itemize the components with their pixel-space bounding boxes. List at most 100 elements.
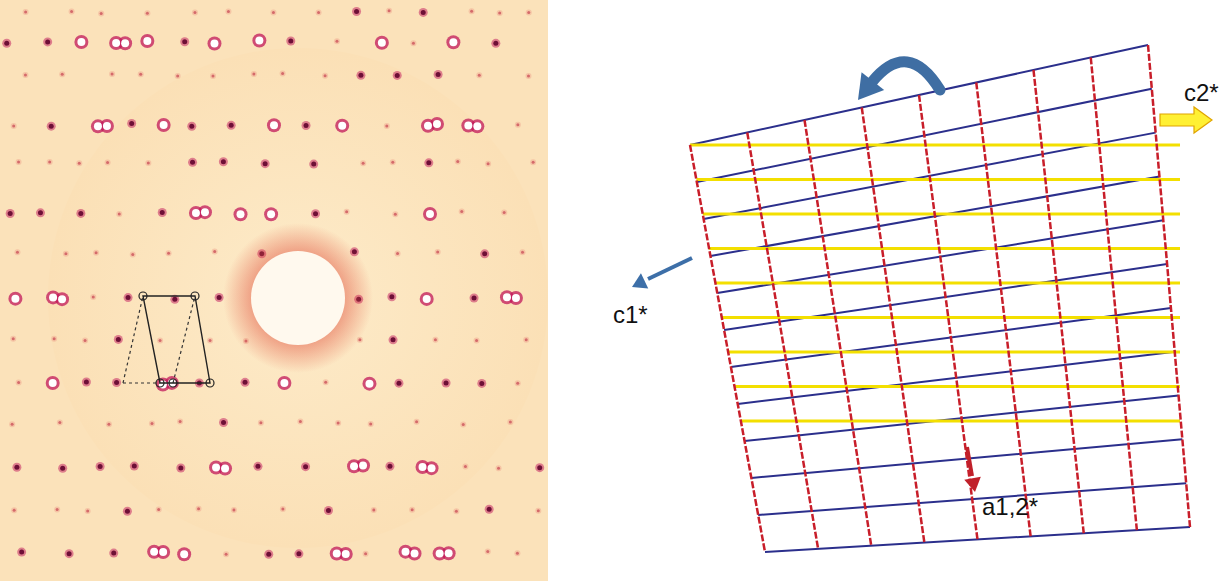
cell-marker bbox=[169, 379, 177, 387]
spot-core bbox=[14, 465, 19, 470]
spot-halo bbox=[234, 207, 248, 221]
spot-halo bbox=[470, 119, 484, 133]
spot-core bbox=[12, 125, 15, 128]
spot-core bbox=[100, 12, 103, 15]
spot-halo bbox=[286, 37, 295, 46]
spot-core bbox=[150, 548, 158, 556]
spot-halo bbox=[384, 123, 390, 129]
spot-core bbox=[527, 11, 530, 14]
spot-core bbox=[387, 464, 392, 469]
spot-halo bbox=[176, 464, 185, 473]
spot-core bbox=[436, 250, 439, 253]
lattice-line-blue bbox=[765, 527, 1190, 552]
spot-core bbox=[509, 421, 512, 424]
spot-halo bbox=[109, 549, 118, 558]
spot-halo bbox=[480, 249, 489, 258]
spot-core bbox=[464, 465, 467, 468]
spot-halo bbox=[106, 421, 112, 427]
lattice-line-red bbox=[747, 133, 818, 549]
spot-halo bbox=[385, 462, 394, 471]
spot-core bbox=[497, 467, 500, 470]
spot-halo bbox=[47, 122, 56, 131]
spot-halo bbox=[114, 335, 123, 344]
spot-core bbox=[12, 337, 15, 340]
spot-halo bbox=[187, 122, 196, 131]
spot-halo bbox=[144, 10, 150, 16]
spot-core bbox=[221, 464, 229, 472]
spot-core bbox=[288, 39, 293, 44]
spot-core bbox=[498, 11, 501, 14]
spot-halo bbox=[11, 123, 17, 129]
spot-core bbox=[304, 123, 309, 128]
spot-core bbox=[103, 122, 111, 130]
spot-core bbox=[419, 463, 427, 471]
spot-core bbox=[192, 209, 200, 217]
spot-core bbox=[259, 421, 262, 424]
spot-core bbox=[58, 295, 66, 303]
spot-core bbox=[378, 39, 386, 47]
spot-core bbox=[411, 549, 419, 557]
spot-core bbox=[49, 124, 54, 129]
spot-core bbox=[281, 508, 284, 511]
spot-core bbox=[449, 38, 457, 46]
spot-core bbox=[385, 124, 388, 127]
spot-halo bbox=[363, 551, 369, 557]
spot-core bbox=[267, 210, 275, 218]
spot-core bbox=[426, 160, 431, 165]
spot-core bbox=[11, 423, 14, 426]
axis-arrowhead-c1 bbox=[632, 273, 648, 288]
cell-marker bbox=[156, 379, 164, 387]
spot-halo bbox=[501, 210, 507, 216]
spot-core bbox=[190, 160, 195, 165]
spot-core bbox=[436, 550, 444, 558]
spot-halo bbox=[485, 505, 494, 514]
spot-core bbox=[455, 510, 458, 513]
spot-halo bbox=[261, 159, 270, 168]
spot-core bbox=[482, 251, 487, 256]
spot-halo bbox=[344, 209, 350, 215]
spot-core bbox=[84, 379, 89, 384]
spot-halo bbox=[149, 421, 155, 427]
spot-core bbox=[157, 508, 160, 511]
spot-core bbox=[60, 466, 65, 471]
spot-core bbox=[303, 464, 308, 469]
spot-core bbox=[350, 462, 358, 470]
spot-halo bbox=[530, 159, 536, 165]
spot-halo bbox=[520, 249, 526, 255]
spot-core bbox=[470, 10, 473, 13]
lattice-line-red bbox=[862, 108, 925, 543]
cell-edge-dashed bbox=[123, 382, 160, 383]
lattice-line-yellow bbox=[703, 213, 1180, 216]
spot-halo bbox=[507, 419, 513, 425]
spot-core bbox=[179, 420, 182, 423]
spot-halo bbox=[419, 8, 428, 17]
spot-halo bbox=[59, 71, 65, 77]
spot-halo bbox=[409, 507, 415, 513]
spot-halo bbox=[395, 251, 401, 257]
spot-core bbox=[159, 548, 167, 556]
axis-arrowhead-a12 bbox=[964, 477, 981, 492]
spot-core bbox=[111, 72, 114, 75]
spot-core bbox=[462, 423, 465, 426]
rotation-arrow bbox=[872, 62, 940, 90]
spot-core bbox=[313, 211, 318, 216]
spot-halo bbox=[323, 379, 329, 385]
spot-halo bbox=[112, 378, 121, 387]
spot-core bbox=[421, 10, 426, 15]
spot-core bbox=[537, 465, 542, 470]
spot-core bbox=[159, 339, 162, 342]
spot-core bbox=[415, 420, 418, 423]
spot-core bbox=[176, 74, 179, 77]
spot-core bbox=[487, 507, 492, 512]
spot-core bbox=[86, 509, 89, 512]
spot-halo bbox=[297, 419, 303, 425]
spot-core bbox=[112, 39, 120, 47]
spot-halo bbox=[515, 122, 521, 128]
spot-halo bbox=[523, 337, 529, 343]
spot-halo bbox=[100, 119, 114, 133]
detector-field bbox=[48, 48, 548, 548]
spot-core bbox=[114, 380, 119, 385]
spot-core bbox=[118, 213, 121, 216]
spot-halo bbox=[207, 36, 221, 50]
spot-halo bbox=[514, 550, 520, 556]
